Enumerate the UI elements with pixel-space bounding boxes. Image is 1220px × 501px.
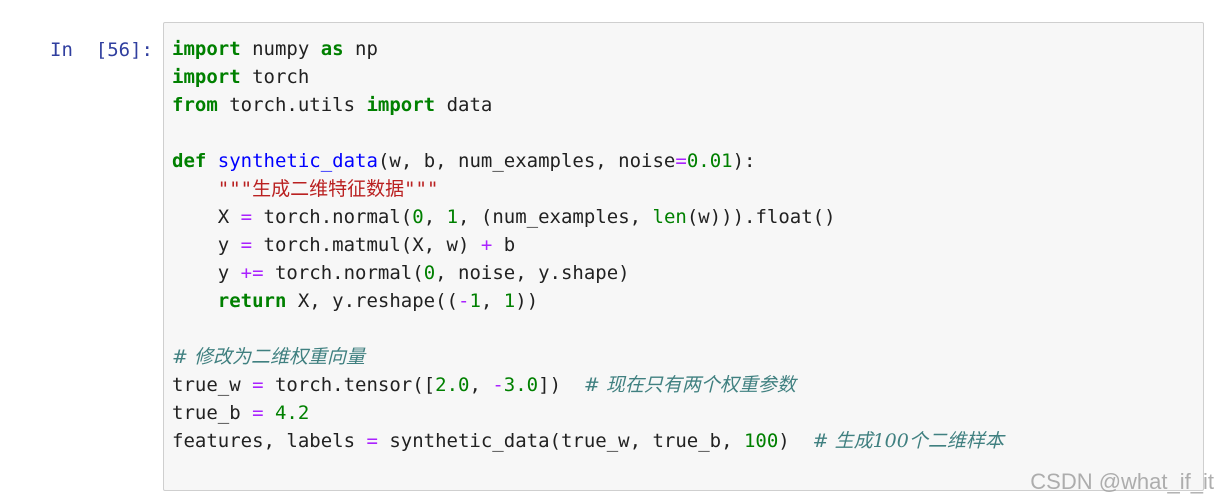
keyword: def — [172, 150, 207, 172]
builtin: len — [652, 206, 687, 228]
code-text: y — [172, 262, 241, 284]
operator: + — [480, 234, 493, 256]
operator: = — [240, 234, 253, 256]
code-text: torch.matmul(X, w) — [252, 234, 481, 256]
code-line-5: def synthetic_data(w, b, num_examples, n… — [172, 147, 1004, 175]
number: 1 — [446, 206, 459, 228]
docstring: """生成二维特征数据""" — [217, 178, 439, 200]
code-text: torch.utils — [217, 94, 367, 116]
comment: # 生成100个二维样本 — [812, 430, 1004, 452]
code-line-4-blank — [172, 119, 1004, 147]
code-line-8: y = torch.matmul(X, w) + b — [172, 231, 1004, 259]
code-line-14: true_b = 4.2 — [172, 399, 1004, 427]
code-text: torch.tensor([ — [263, 374, 436, 396]
code-text: numpy — [240, 38, 321, 60]
operator: = — [252, 374, 264, 396]
code-text: )) — [515, 290, 539, 312]
operator: += — [240, 262, 264, 284]
code-text: y — [172, 234, 241, 256]
code-text: (w, b, num_examples, noise — [377, 150, 676, 172]
code-text: (w))).float() — [686, 206, 836, 228]
code-text: ]) — [538, 374, 584, 396]
code-text: torch.normal( — [263, 262, 424, 284]
code-text: X — [172, 206, 241, 228]
code-text: true_w — [172, 374, 253, 396]
code-line-11-blank — [172, 315, 1004, 343]
indent — [172, 178, 218, 200]
code-text: , noise, y.shape) — [435, 262, 630, 284]
code-text — [206, 150, 217, 172]
comment: # 现在只有两个权重参数 — [583, 374, 796, 396]
code-text: ) — [778, 430, 813, 452]
code-line-3: from torch.utils import data — [172, 91, 1004, 119]
code-line-15: features, labels = synthetic_data(true_w… — [172, 427, 1004, 455]
code-line-9: y += torch.normal(0, noise, y.shape) — [172, 259, 1004, 287]
code-text: true_b — [172, 402, 253, 424]
keyword: return — [217, 290, 287, 312]
code-text: np — [343, 38, 378, 60]
number: 2.0 — [435, 374, 470, 396]
code-line-6: """生成二维特征数据""" — [172, 175, 1004, 203]
code-line-2: import torch — [172, 63, 1004, 91]
keyword: from — [172, 94, 218, 116]
code-text — [264, 402, 275, 424]
cell-prompt: In [56]: — [50, 39, 153, 61]
operator: = — [366, 430, 378, 452]
number: 1 — [469, 290, 481, 312]
code-text: , — [423, 206, 447, 228]
code-text: b — [492, 234, 516, 256]
code-text: synthetic_data(true_w, true_b, — [377, 430, 744, 452]
number: 0 — [412, 206, 424, 228]
code-text: , (num_examples, — [458, 206, 653, 228]
code-text: ): — [732, 150, 756, 172]
operator: - — [492, 374, 504, 396]
code-text: data — [435, 94, 493, 116]
code-line-1: import numpy as np — [172, 35, 1004, 63]
operator: - — [458, 290, 470, 312]
code-text: features, labels — [172, 430, 367, 452]
code-text: , — [469, 374, 493, 396]
code-text: , — [480, 290, 504, 312]
watermark: CSDN @what_if_it — [1030, 469, 1214, 494]
code-line-13: true_w = torch.tensor([2.0, -3.0]) # 现在只… — [172, 371, 1004, 399]
operator: = — [675, 150, 687, 172]
code-text: torch.normal( — [252, 206, 413, 228]
function-name: synthetic_data — [217, 150, 378, 172]
keyword: import — [172, 66, 241, 88]
code-line-7: X = torch.normal(0, 1, (num_examples, le… — [172, 203, 1004, 231]
number: 4.2 — [274, 402, 310, 424]
code-text: torch — [240, 66, 310, 88]
code-line-10: return X, y.reshape((-1, 1)) — [172, 287, 1004, 315]
code-text: X, y.reshape(( — [286, 290, 458, 312]
number: 100 — [743, 430, 779, 452]
code-line-12: # 修改为二维权重向量 — [172, 343, 1004, 371]
number: 0.01 — [686, 150, 733, 172]
keyword: import — [366, 94, 436, 116]
number: 3.0 — [503, 374, 539, 396]
comment: # 修改为二维权重向量 — [172, 346, 365, 368]
number: 0 — [423, 262, 436, 284]
keyword: import — [172, 38, 241, 60]
keyword: as — [320, 38, 344, 60]
operator: = — [240, 206, 253, 228]
operator: = — [252, 402, 264, 424]
number: 1 — [503, 290, 516, 312]
indent — [172, 290, 218, 312]
